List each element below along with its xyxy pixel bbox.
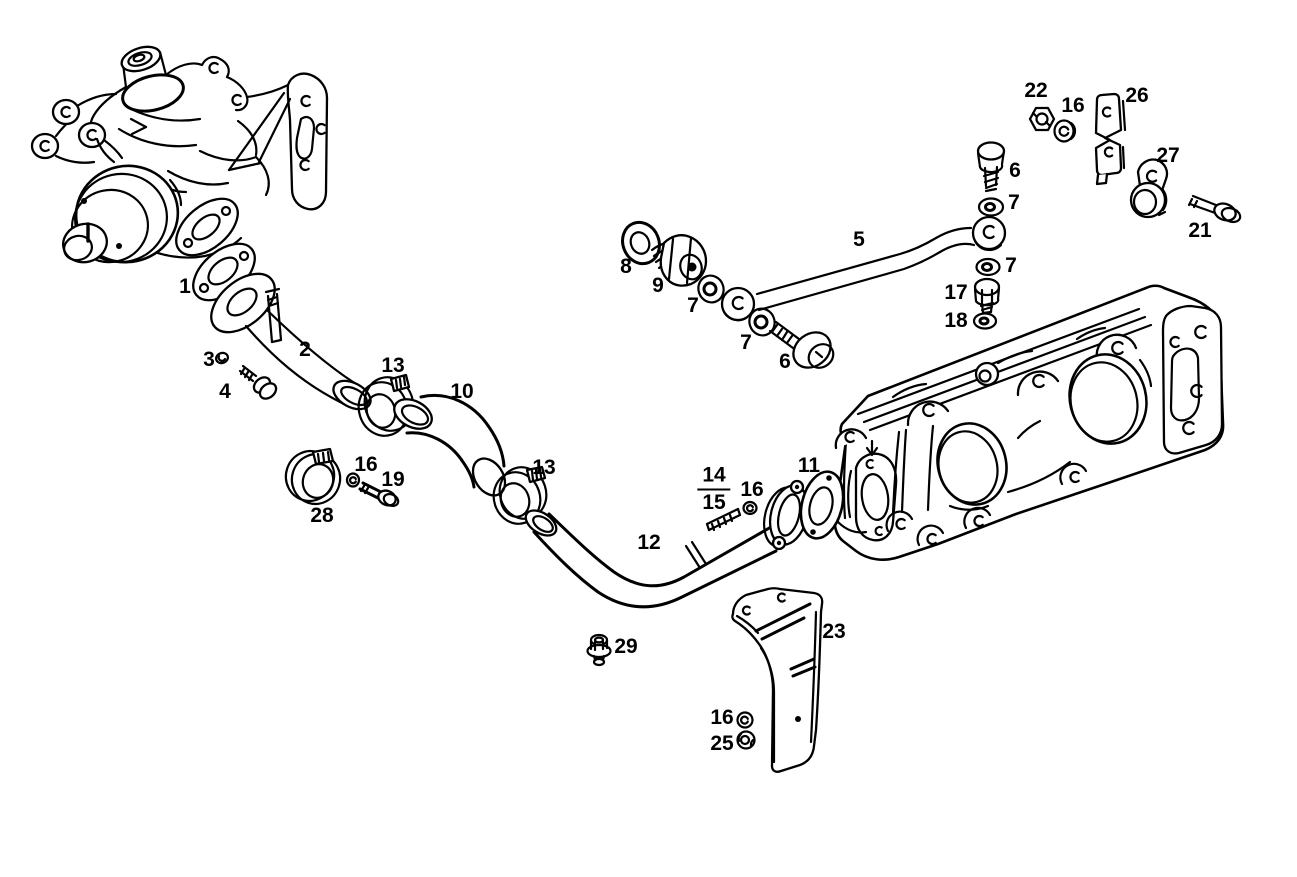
part-29-bolt (586, 633, 612, 667)
part-27-clamp (1129, 158, 1169, 219)
part-18-washer (972, 312, 998, 330)
part-21-bolt (1187, 194, 1242, 224)
part-11-gasket (799, 470, 845, 540)
part-16-nut-b (742, 500, 758, 516)
part-7-washer-d (975, 257, 1001, 277)
part-9-fitting (650, 234, 708, 287)
part-2-water-pipe (210, 272, 372, 411)
part-13-clamp-b (492, 465, 548, 525)
part-17-fitting (973, 277, 1001, 315)
part-16-washer-d (736, 711, 754, 729)
part-7-washer-c (977, 197, 1005, 217)
part-14-15-stud (705, 507, 742, 532)
part-7-washer-a (697, 274, 725, 304)
part-13-clamp-a (357, 373, 415, 437)
part-3-nut (215, 351, 229, 365)
part-8-washer (621, 220, 661, 266)
part-4-bolt (238, 364, 278, 400)
part-26-bracket (1094, 92, 1127, 186)
housing-assembly (833, 284, 1225, 561)
part-16-nut-c (1053, 119, 1077, 143)
part-16-nut-a (345, 472, 361, 488)
part-10-hose (393, 394, 507, 497)
part-28-clamp (284, 447, 342, 506)
housing-end-flange (1161, 304, 1224, 455)
part-12-pipe (524, 479, 810, 609)
part-5-pipe (720, 215, 1007, 322)
part-22-nut (1028, 106, 1056, 132)
part-7-washer-b (748, 307, 776, 337)
part-6-bolt-a (768, 320, 835, 369)
part-6-bolt-b (976, 141, 1006, 193)
water-pump-assembly (30, 45, 329, 264)
pump-lug (51, 98, 81, 126)
part-23-bracket (731, 587, 824, 773)
part-19-bolt (358, 481, 400, 508)
part-25-nut (736, 730, 756, 750)
assembly-arrow (129, 117, 148, 136)
